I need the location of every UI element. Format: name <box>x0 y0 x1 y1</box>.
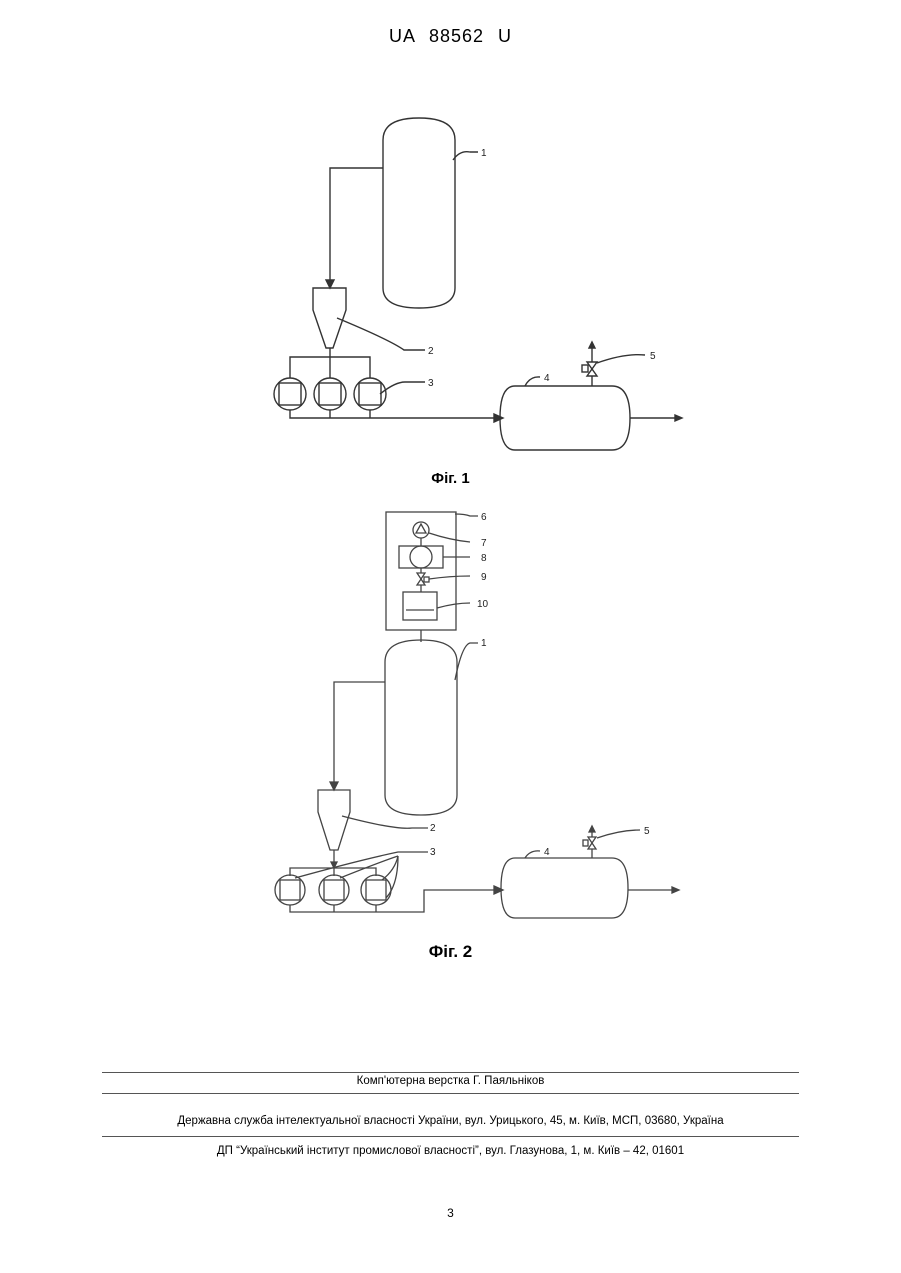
label-2-fig2: 2 <box>430 823 436 834</box>
figure-2-caption: Фіг. 2 <box>0 942 901 962</box>
filter-3a-fig2 <box>275 875 305 905</box>
label-1-fig2: 1 <box>481 638 487 649</box>
figure-2: 6 7 8 9 10 1 2 3 4 5 <box>0 500 901 940</box>
patent-office-address: Державна служба інтелектуальної власност… <box>0 1115 901 1127</box>
dryer-8 <box>399 546 443 568</box>
label-9: 9 <box>481 572 487 583</box>
filter-3b <box>314 378 346 410</box>
label-5: 5 <box>650 351 656 362</box>
label-5-fig2: 5 <box>644 826 650 837</box>
unit-10 <box>403 592 437 620</box>
footer-rule-1 <box>102 1072 799 1073</box>
filter-3c <box>354 378 386 410</box>
figure-1: 1 2 3 4 5 <box>0 0 901 470</box>
label-10: 10 <box>477 599 489 610</box>
label-6: 6 <box>481 512 487 523</box>
label-4: 4 <box>544 373 550 384</box>
label-1: 1 <box>481 148 487 159</box>
label-4-fig2: 4 <box>544 847 550 858</box>
label-7: 7 <box>481 538 487 549</box>
label-3: 3 <box>428 378 434 389</box>
cyclone-2 <box>313 288 346 348</box>
filter-3b-fig2 <box>319 875 349 905</box>
footer-rule-2 <box>102 1093 799 1094</box>
vessel-1 <box>383 118 455 308</box>
footer-rule-3 <box>102 1136 799 1137</box>
receiver-4 <box>500 386 630 450</box>
label-8: 8 <box>481 553 487 564</box>
page-number: 3 <box>0 1206 901 1220</box>
layout-credit: Комп'ютерна верстка Г. Паяльніков <box>0 1075 901 1087</box>
institute-address: ДП “Український інститут промислової вла… <box>0 1145 901 1157</box>
vessel-1-fig2 <box>385 640 457 815</box>
filter-3c-fig2 <box>361 875 391 905</box>
label-3-fig2: 3 <box>430 847 436 858</box>
receiver-4-fig2 <box>501 858 628 918</box>
cyclone-2-fig2 <box>318 790 350 850</box>
filter-3a <box>274 378 306 410</box>
figure-1-caption: Фіг. 1 <box>0 470 901 487</box>
label-2: 2 <box>428 346 434 357</box>
